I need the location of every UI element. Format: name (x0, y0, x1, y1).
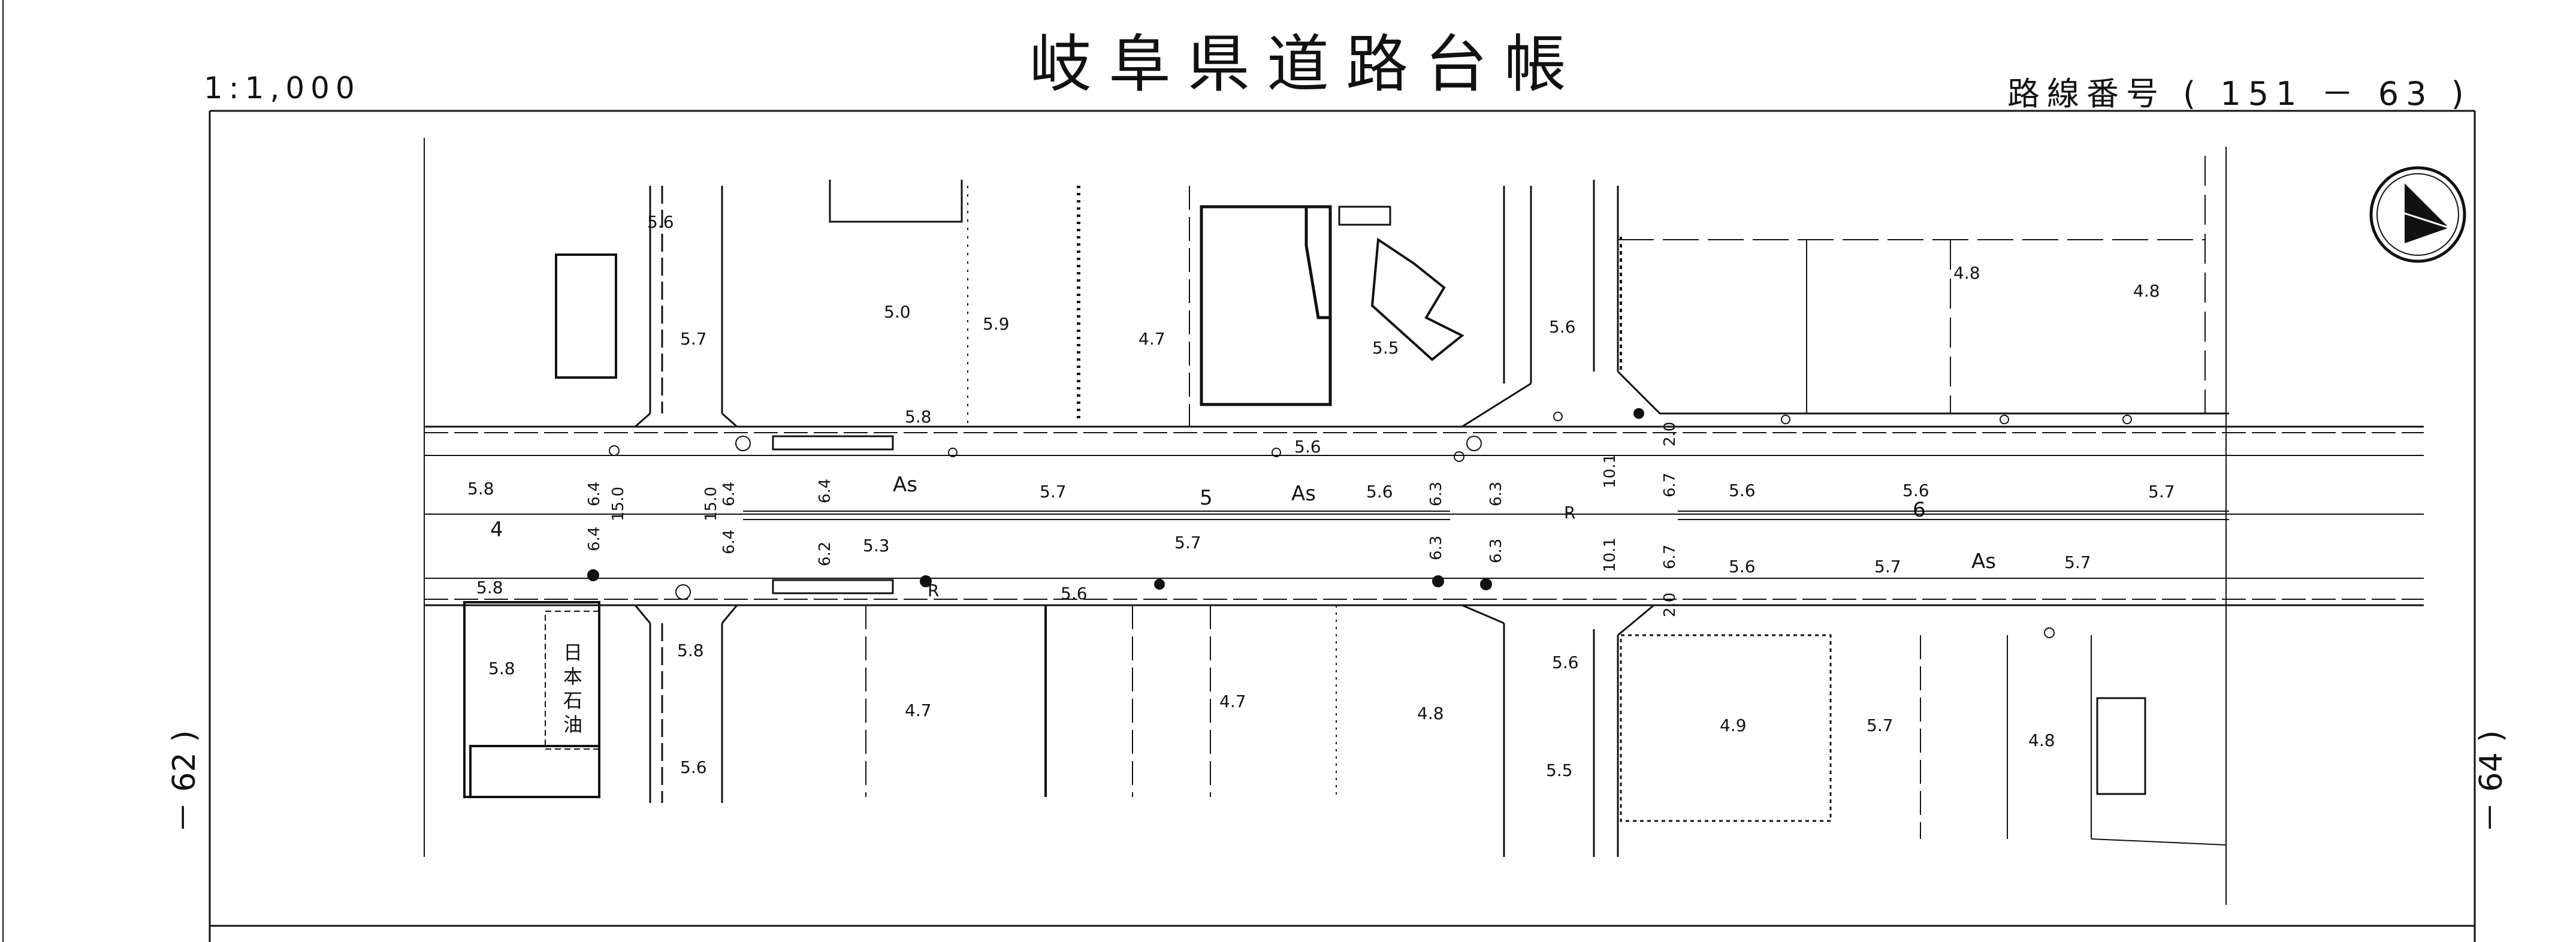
elevation: 4.8 (2133, 281, 2160, 301)
building-label-char: 石 (563, 689, 582, 712)
surface-label: As (1291, 482, 1316, 506)
elevation: 5.6 (680, 757, 707, 777)
elevation: 5.3 (863, 536, 890, 555)
elevation: 5.0 (884, 302, 911, 322)
width-label: 6.7 (1661, 545, 1679, 569)
width-label: 6.4 (720, 530, 738, 554)
elevation: 5.5 (1546, 760, 1573, 780)
width-label: 10.1 (1601, 538, 1619, 572)
elevation: 5.6 (1729, 481, 1756, 500)
elevation: 5.6 (1366, 482, 1393, 502)
road-furniture (587, 408, 2132, 638)
width-label: 6.4 (585, 527, 603, 551)
width-label: 6.4 (816, 479, 834, 503)
misc-mark: R (928, 581, 939, 600)
width-label: 2.0 (1661, 422, 1679, 446)
map-labels: 4 5 6 As As As 日 本 石 油 5.7 5.0 5.9 4.7 5… (467, 212, 2175, 780)
elevation: 5.7 (1874, 557, 1901, 576)
elevation: 4.8 (1953, 263, 1980, 283)
elevation: 5.9 (983, 314, 1010, 334)
elevation: 5.8 (905, 407, 932, 427)
elevation: 5.8 (488, 659, 515, 678)
width-label: 15.0 (609, 487, 627, 521)
elevation: 4.8 (2028, 730, 2055, 750)
section-number: 4 (490, 518, 503, 542)
width-label: 6.2 (816, 542, 834, 566)
elevation: 4.7 (905, 701, 932, 720)
cross-roads (634, 180, 2229, 857)
elevation: 5.7 (680, 329, 707, 349)
elevation: 5.6 (1902, 481, 1929, 500)
misc-mark: R (1564, 503, 1575, 523)
elevation: 5.6 (1552, 653, 1579, 672)
building-label-char: 油 (563, 713, 582, 736)
elevation: 5.6 (647, 212, 674, 232)
elevation: 5.6 (1729, 557, 1756, 576)
elevation: 5.6 (1061, 584, 1088, 603)
scale-label: 1:1,000 (204, 71, 361, 105)
section-number: 6 (1913, 498, 1926, 522)
elevation: 4.7 (1138, 329, 1165, 349)
building-label-char: 日 (563, 641, 582, 664)
elevation: 5.8 (476, 578, 503, 597)
width-label: 6.3 (1427, 536, 1445, 560)
elevation: 4.9 (1720, 715, 1747, 735)
width-label: 6.3 (1427, 482, 1445, 506)
elevation: 5.6 (1294, 437, 1321, 457)
elevation: 5.8 (677, 641, 704, 660)
building-label-char: 本 (563, 665, 582, 688)
width-label: 10.1 (1601, 454, 1619, 488)
width-label: 6.4 (585, 482, 603, 506)
surface-label: As (893, 473, 917, 497)
elevation: 5.7 (2148, 482, 2175, 502)
route-number: 路線番号 ( 151 － 63 ) (2007, 75, 2471, 113)
width-label: 15.0 (702, 487, 720, 521)
width-label: 6.7 (1661, 473, 1679, 497)
boundary-lines (424, 138, 2227, 905)
building-label: 日 本 石 油 (563, 641, 582, 736)
north-arrow-icon (2369, 166, 2466, 263)
section-number: 5 (1200, 486, 1213, 510)
elevation: 5.7 (1040, 482, 1067, 502)
width-label: 6.3 (1487, 539, 1505, 563)
elevation: 5.8 (467, 479, 494, 499)
elevation: 5.5 (1372, 338, 1399, 358)
surface-label: As (1971, 550, 1996, 573)
elevation: 4.7 (1219, 692, 1246, 711)
main-road (424, 425, 2424, 606)
elevation: 5.7 (2064, 552, 2091, 572)
map-title: 岐阜県道路台帳 (1029, 28, 1583, 101)
width-label: 6.3 (1487, 482, 1505, 506)
width-label: 6.4 (720, 482, 738, 506)
width-label: 2.0 (1661, 593, 1679, 617)
elevation: 4.8 (1417, 704, 1444, 723)
map-frame (2, 0, 2476, 942)
elevation: 5.7 (1867, 715, 1894, 735)
buildings (463, 180, 2146, 822)
elevation: 5.6 (1549, 317, 1576, 337)
elevation: 5.7 (1174, 533, 1201, 552)
